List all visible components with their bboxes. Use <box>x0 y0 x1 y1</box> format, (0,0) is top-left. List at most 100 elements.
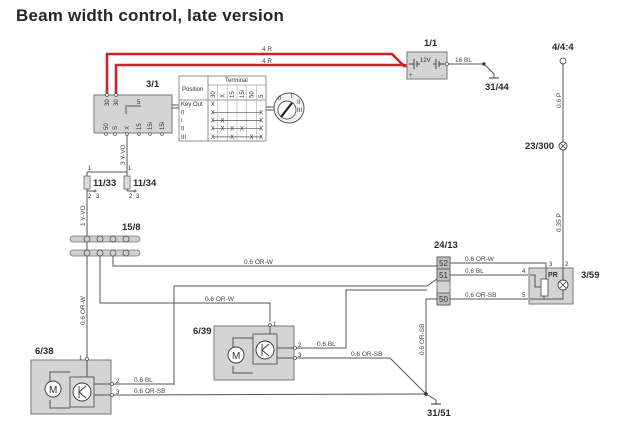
svg-text:1: 1 <box>128 166 132 172</box>
battery-ground-wire-label: 16 BL <box>455 57 472 64</box>
transistor-icon <box>255 340 275 360</box>
table-mark: X <box>221 127 225 133</box>
motor-6-39-id: 6/39 <box>193 326 212 337</box>
switch-x-wire-label: 3 Y-VO <box>120 144 127 165</box>
battery-id: 1/1 <box>424 38 438 49</box>
ignition-key-dial: 0 I II III <box>266 92 305 124</box>
wire-6-38-orsb-label: 0.6 OR-SB <box>134 388 165 395</box>
connector-bus-id: 15/8 <box>122 222 141 233</box>
node-4-4-4-id: 4/4:4 <box>552 42 574 53</box>
switch-inner-5: 5 <box>137 100 141 106</box>
svg-text:15i: 15i <box>148 122 154 130</box>
table-row-position: 0 <box>181 110 185 116</box>
bulb-23-300-id: 23/300 <box>525 141 554 152</box>
fuse-icon <box>83 175 91 190</box>
table-row-position: III <box>181 135 186 141</box>
table-column-header: 15 <box>230 91 236 98</box>
ground-31-44-id: 31/44 <box>485 82 509 93</box>
control-unit-id: 3/59 <box>581 270 600 281</box>
ignition-switch-box <box>93 94 173 134</box>
svg-text:15i: 15i <box>160 122 166 130</box>
svg-text:S: S <box>113 126 119 130</box>
bulb-23-300: 23/300 <box>525 141 568 152</box>
table-mark: X <box>211 127 215 133</box>
wire-bus-to-6-39 <box>99 256 271 322</box>
battery-symbol-icon <box>409 59 445 69</box>
motor-6-39: 6/39 1 M 2 3 <box>193 322 302 381</box>
connector-24-13: 24/13 52 51 50 <box>434 240 458 306</box>
table-mark: X <box>259 127 263 133</box>
ground-31-51-id: 31/51 <box>427 408 451 419</box>
wire-6-39-bl <box>345 289 427 348</box>
wire-6-39-bl-label: 0.6 BL <box>317 341 336 348</box>
wire-pin50-label: 0.6 OR-SB <box>465 292 496 299</box>
dial-mark-2: II <box>297 100 301 106</box>
pin-52: 52 <box>439 259 448 268</box>
svg-text:2: 2 <box>129 194 133 200</box>
red-wire-outer <box>105 52 406 97</box>
svg-text:4: 4 <box>522 269 526 275</box>
connector-24-13-id: 24/13 <box>434 240 458 251</box>
table-column-header: X <box>221 94 227 98</box>
ignition-switch-3-1: 3/1 30 30 5 50 S X 15 15i 15i <box>93 79 179 136</box>
pin-50: 50 <box>439 295 448 304</box>
svg-text:5: 5 <box>522 293 526 299</box>
battery-ground-wire: 16 BL 31/44 <box>448 57 509 93</box>
key-icon <box>280 102 293 118</box>
svg-text:3: 3 <box>116 390 120 396</box>
svg-text:1: 1 <box>88 166 92 172</box>
svg-text:2: 2 <box>298 343 302 349</box>
table-mark: X <box>211 119 215 125</box>
table-column-header: 30 <box>211 91 217 98</box>
table-mark: X <box>211 135 215 141</box>
svg-text:1: 1 <box>273 322 277 328</box>
fuse-11-34-id: 11/34 <box>133 178 157 189</box>
svg-text:2: 2 <box>88 194 92 200</box>
fuse-11-33: 2 3 11/33 <box>83 172 116 200</box>
fuse-icon <box>123 175 131 190</box>
motor-6-38: 6/38 1 M 2 3 <box>30 346 120 415</box>
table-row-position: II <box>181 127 185 133</box>
table-row-position: I <box>181 119 183 125</box>
wire-orsb-vertical-label: 0.6 OR-SB <box>419 324 426 355</box>
table-position-header: Position <box>182 87 203 93</box>
svg-text:2: 2 <box>565 262 569 268</box>
battery-1-1: 1/1 12V + - <box>406 38 449 80</box>
fuse-11-34: 2 3 11/34 <box>123 172 157 200</box>
table-terminal-header: Terminal <box>225 78 248 84</box>
table-mark: X <box>250 135 254 141</box>
connector-bus-15-8: 15/8 <box>69 222 141 257</box>
wire-6-38-bl-label: 0.6 BL <box>134 377 153 384</box>
svg-text:X: X <box>125 126 131 130</box>
table-column-header: 5 <box>259 94 265 98</box>
motor-6-38-id: 6/38 <box>35 346 54 357</box>
fuse-11-33-id: 11/33 <box>93 178 116 189</box>
svg-text:15: 15 <box>137 123 143 130</box>
wire-pin51-label: 0.6 BL <box>465 268 484 275</box>
wire-pin52-to-3-59 <box>450 262 547 268</box>
table-mark: X <box>259 135 263 141</box>
wire-bus-to-6-39-label: 0.6 OR-W <box>205 296 235 303</box>
switch-bottom-terminals: 50 S X 15 15i 15i <box>104 122 166 136</box>
red-wire-outer-label: 4 R <box>262 46 272 53</box>
table-row-position: Key Out <box>181 102 203 108</box>
wire-orsb-vertical <box>425 298 437 394</box>
diagram-title: Beam width control, late version <box>16 6 285 25</box>
wire-top-right-label: 0.6 P <box>556 93 563 108</box>
battery-voltage: 12V <box>420 58 431 64</box>
wire-bus-to-pin52 <box>112 256 437 267</box>
svg-text:3: 3 <box>96 194 100 200</box>
node-4-4-4: 4/4:4 <box>552 42 574 65</box>
battery-plus: + <box>409 73 413 79</box>
dial-mark-1: I <box>291 94 293 100</box>
svg-text:3: 3 <box>549 262 553 268</box>
table-mark: X <box>211 110 215 116</box>
motor-icon <box>227 346 245 364</box>
control-unit-pr: PR <box>548 272 558 279</box>
svg-text:2: 2 <box>116 379 120 385</box>
red-wire-inner-label: 4 R <box>262 58 272 65</box>
table-column-header: 15i <box>240 90 246 98</box>
wire-pin52-label: 0.6 OR-W <box>465 256 495 263</box>
table-mark: X <box>230 127 234 133</box>
